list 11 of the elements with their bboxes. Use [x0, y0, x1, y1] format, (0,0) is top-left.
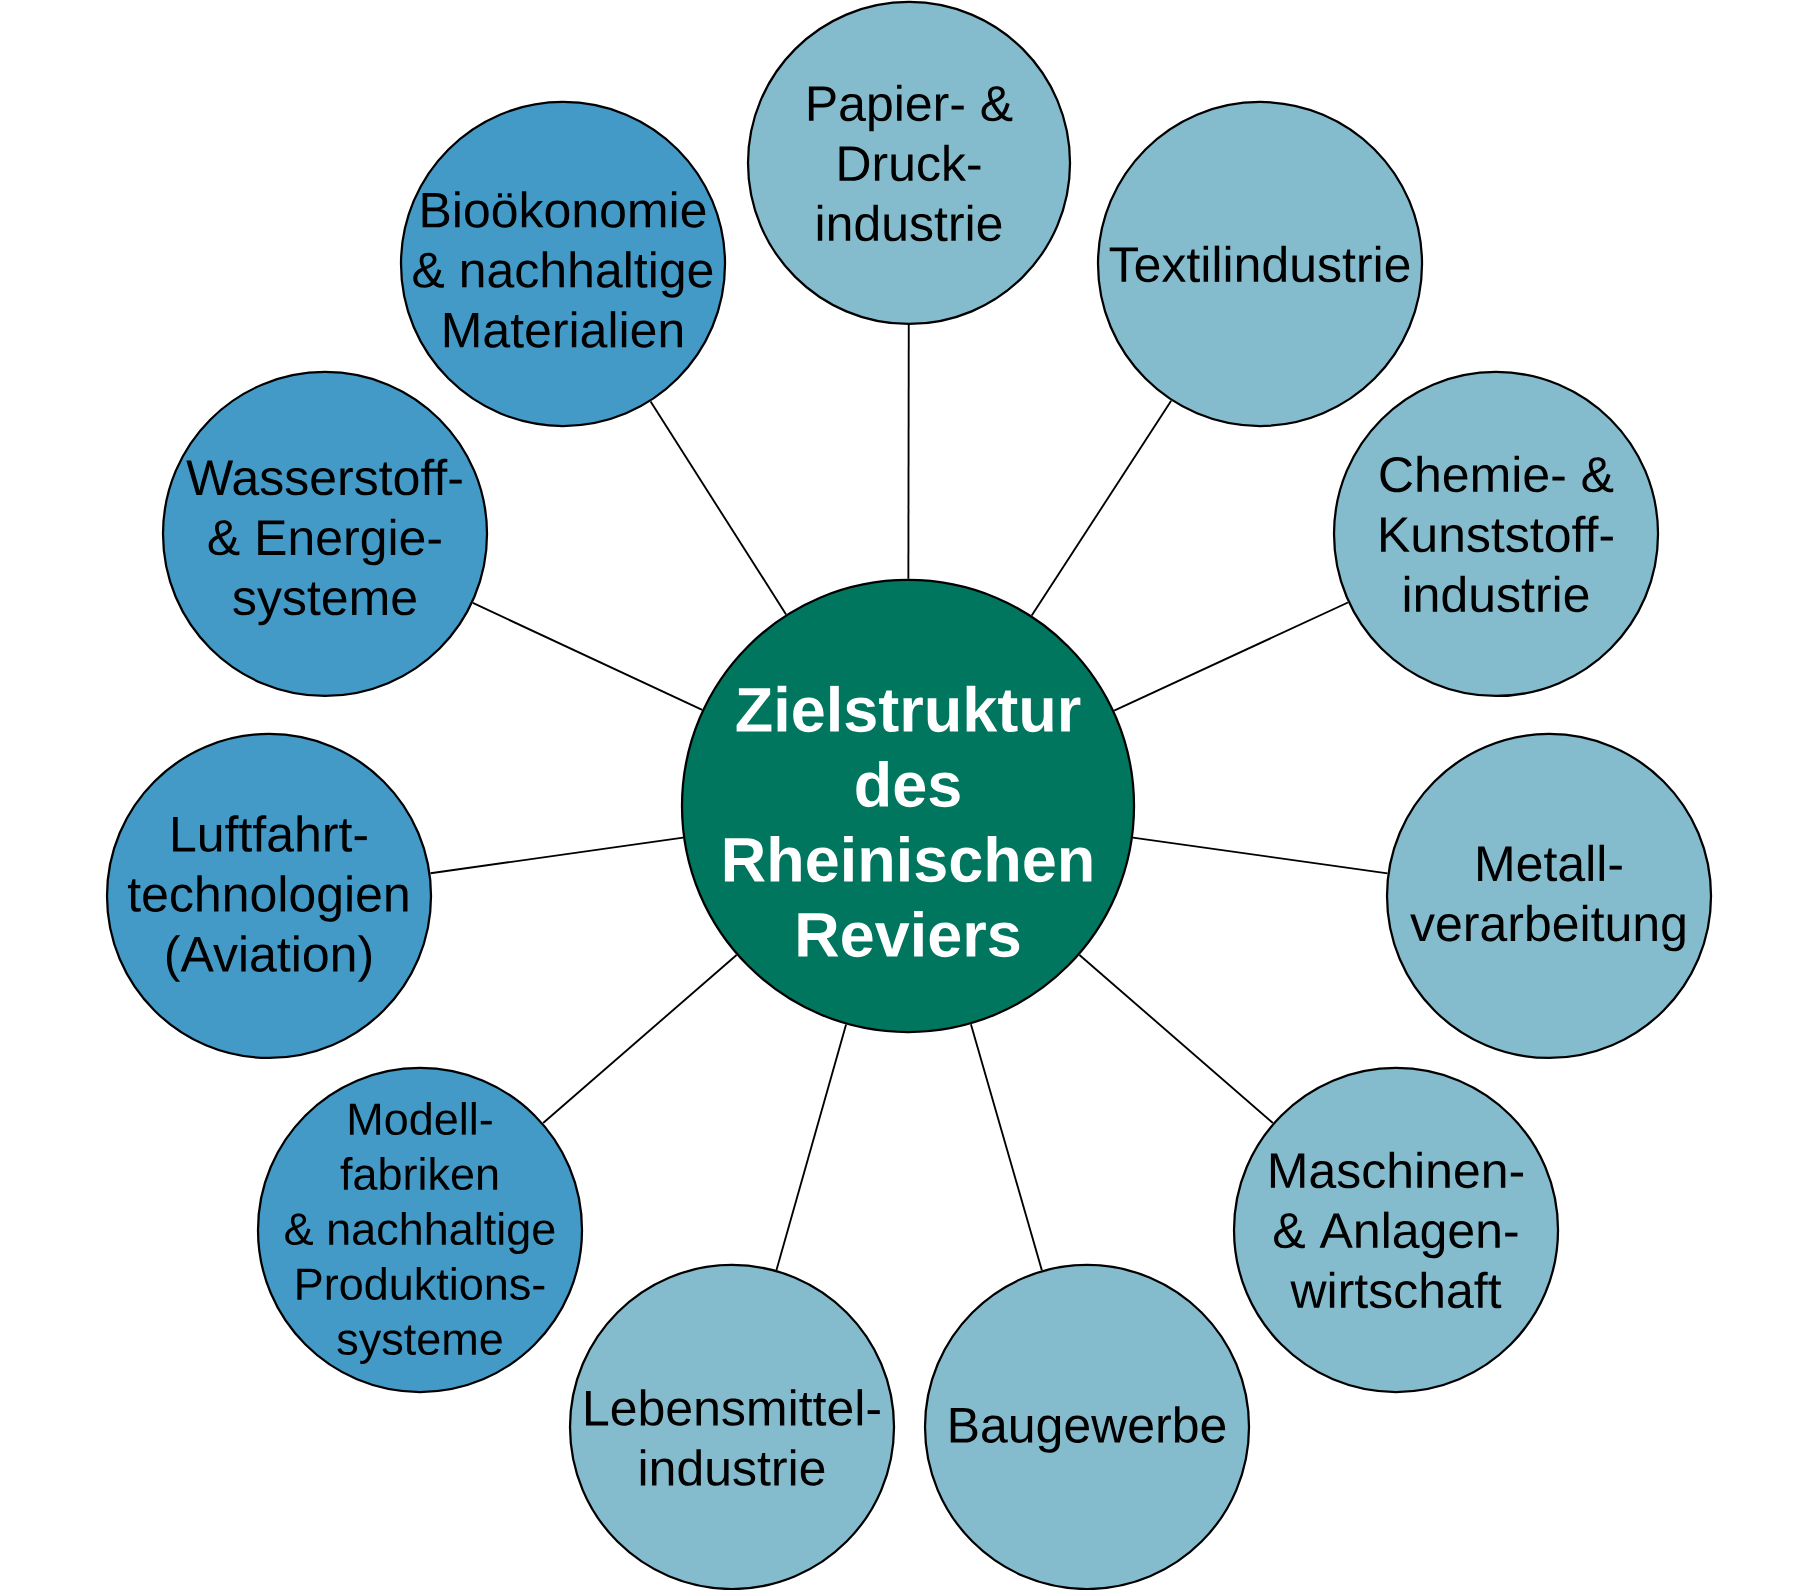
connector-line	[429, 836, 685, 875]
connector-line	[969, 1023, 1043, 1272]
connector-line	[1078, 954, 1274, 1124]
connector-line	[542, 954, 738, 1124]
connector-line	[775, 1023, 848, 1271]
connector-line	[1030, 399, 1173, 617]
connector-line	[907, 324, 910, 580]
connector-line	[649, 400, 787, 616]
connector-line	[471, 602, 704, 711]
connector-line	[1132, 836, 1389, 875]
connector-line	[1113, 601, 1349, 712]
